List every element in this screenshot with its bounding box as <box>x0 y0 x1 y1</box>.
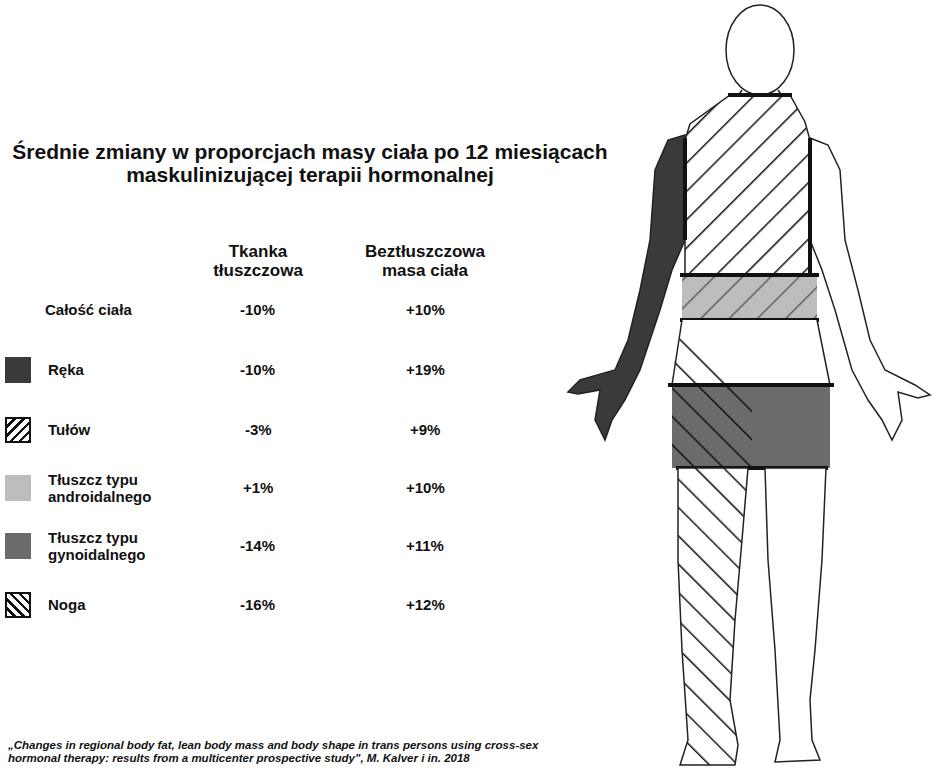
value-cell: -10% <box>240 302 275 319</box>
legend-text: Tułów <box>48 422 178 439</box>
legend-swatch <box>5 592 31 618</box>
legend-swatch <box>5 475 31 501</box>
row-label: Całość ciała <box>45 302 132 319</box>
value-cell: +11% <box>406 538 444 555</box>
value-cell: -10% <box>240 362 275 379</box>
legend-text: Ręka <box>48 362 178 379</box>
value-cell: +19% <box>406 362 445 379</box>
legend-swatch <box>5 533 31 559</box>
legend-swatch <box>5 357 31 383</box>
source-caption: „Changes in regional body fat, lean body… <box>8 739 568 764</box>
legend-text: Tłuszcz typu androidalnego <box>48 472 178 505</box>
value-cell: -16% <box>240 597 275 614</box>
value-cell: +10% <box>406 480 445 497</box>
legend-text: Noga <box>48 597 178 614</box>
value-cell: +1% <box>243 480 273 497</box>
chart-title: Średnie zmiany w proporcjach masy ciała … <box>10 140 610 186</box>
column-header: Tkanka tłuszczowa <box>193 243 323 280</box>
value-cell: -3% <box>245 422 272 439</box>
value-cell: +12% <box>406 597 445 614</box>
legend-swatch <box>5 417 31 443</box>
value-cell: +9% <box>410 422 440 439</box>
value-cell: -14% <box>240 538 275 555</box>
legend-text: Tłuszcz typu gynoidalnego <box>48 530 178 563</box>
value-cell: +10% <box>406 302 445 319</box>
column-header: Beztłuszczowa masa ciała <box>345 243 505 280</box>
